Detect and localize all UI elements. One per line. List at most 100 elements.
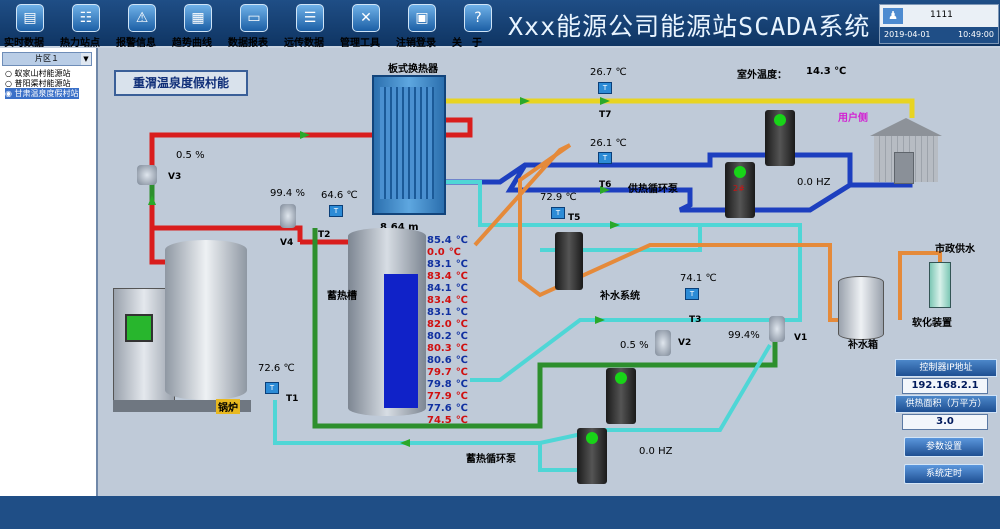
- user-name: 1111: [930, 10, 953, 20]
- network-icon: ☷: [72, 4, 100, 32]
- control-valve-v3[interactable]: [137, 165, 157, 185]
- t1-value: 72.6 ℃: [258, 363, 295, 374]
- tank-temp-row: 83.4℃: [427, 295, 471, 307]
- tank-temp-value: 85.4: [427, 235, 452, 246]
- storage-tank[interactable]: [348, 228, 426, 416]
- user-side-label: 用户侧: [838, 113, 868, 124]
- tank-temp-row: 83.1℃: [427, 307, 471, 319]
- tank-temp-row: 77.9℃: [427, 391, 471, 403]
- status-bar: [0, 496, 1000, 529]
- t3-tag: T3: [689, 315, 702, 325]
- nav-button[interactable]: ✕管理工具: [340, 0, 392, 49]
- tank-temp-row: 85.4℃: [427, 235, 471, 247]
- makeup-water-tank[interactable]: [838, 276, 884, 340]
- v1-tag: V1: [794, 333, 808, 343]
- tank-temp-value: 80.6: [427, 355, 452, 366]
- t6-value: 26.1 ℃: [590, 138, 627, 149]
- control-valve-v2[interactable]: [655, 330, 671, 356]
- tank-temp-unit: ℃: [455, 403, 468, 414]
- nav-button-label: 注销登录: [396, 38, 436, 49]
- t2-value: 64.6 ℃: [321, 190, 358, 201]
- tank-temp-row: 0.0℃: [427, 247, 471, 259]
- nav-button-label: 趋势曲线: [172, 38, 212, 49]
- tank-temp-value: 0.0: [427, 247, 445, 258]
- return-pipe-bottom: [273, 343, 772, 445]
- temp-sensor-t7[interactable]: T: [598, 82, 612, 94]
- pump-number: 2#: [733, 184, 745, 193]
- tank-temp-value: 83.1: [427, 307, 452, 318]
- v2-tag: V2: [678, 338, 692, 348]
- nav-button[interactable]: ☷热力站点: [60, 0, 112, 49]
- nav-button[interactable]: ☰远传数据: [284, 0, 336, 49]
- control-valve-v4[interactable]: [280, 204, 296, 228]
- system-timer-button[interactable]: 系统定时: [904, 464, 984, 484]
- makeup-pump[interactable]: [555, 232, 583, 290]
- tank-temp-unit: ℃: [455, 355, 468, 366]
- tank-temp-unit: ℃: [455, 331, 468, 342]
- station-item[interactable]: ○ 蚁家山村能源站: [5, 69, 71, 78]
- lock-icon: ▣: [408, 4, 436, 32]
- nav-button[interactable]: ▣ 注销登录: [396, 0, 448, 49]
- supply-pump-label: 供热循环泵: [628, 184, 678, 195]
- tank-temp-value: 77.6: [427, 403, 452, 414]
- t7-tag: T7: [599, 110, 612, 120]
- yellow-pipe: [440, 98, 915, 118]
- supply-pump-2[interactable]: 2#: [725, 162, 755, 218]
- makeup-system-label: 补水系统: [600, 291, 640, 302]
- station-item[interactable]: ○ 普阳渠村能源站: [5, 79, 71, 88]
- softener-label: 软化装置: [912, 318, 952, 329]
- nav-button[interactable]: ▤实时数据: [4, 0, 56, 49]
- storage-pump-label: 蓄热循环泵: [466, 454, 516, 465]
- chevron-down-icon[interactable]: ▼: [81, 53, 91, 65]
- station-item-selected[interactable]: ◉ 甘肃温泉度假村站: [5, 88, 79, 99]
- user-building-icon: [870, 118, 942, 184]
- outdoor-temp-label: 室外温度：: [737, 70, 787, 81]
- tank-temp-value: 74.5: [427, 415, 452, 426]
- t1-tag: T1: [286, 394, 299, 404]
- zone-select[interactable]: 片区１ ▼: [2, 52, 92, 66]
- nav-button-label: 报警信息: [116, 38, 156, 49]
- tank-temp-row: 83.4℃: [427, 271, 471, 283]
- document-icon: ▤: [16, 4, 44, 32]
- storage-pump-2[interactable]: [577, 428, 607, 484]
- temp-sensor-t2[interactable]: T: [329, 205, 343, 217]
- tank-temp-unit: ℃: [455, 235, 468, 246]
- datetime-bar: 2019-04-01 10:49:00: [880, 27, 998, 43]
- tank-temp-value: 83.4: [427, 271, 452, 282]
- temp-sensor-t6[interactable]: T: [598, 152, 612, 164]
- tank-temp-unit: ℃: [455, 391, 468, 402]
- tank-temp-unit: ℃: [455, 379, 468, 390]
- supply-pump-freq: 0.0 HZ: [797, 177, 831, 188]
- station-item-label: 普阳渠村能源站: [14, 79, 71, 88]
- nav-button[interactable]: ?关 于: [452, 0, 504, 49]
- temp-sensor-t1[interactable]: T: [265, 382, 279, 394]
- param-settings-button[interactable]: 参数设置: [904, 437, 984, 457]
- tank-temp-value: 77.9: [427, 391, 452, 402]
- storage-pump-1[interactable]: [606, 368, 636, 424]
- water-softener[interactable]: [929, 262, 951, 308]
- supply-pump-1[interactable]: [765, 110, 795, 166]
- heat-exchanger[interactable]: [372, 75, 446, 215]
- user-icon: ♟: [883, 8, 903, 24]
- user-info-box: ♟ 1111 2019-04-01 10:49:00: [879, 4, 999, 44]
- nav-button[interactable]: ▦ 趋势曲线: [172, 0, 224, 49]
- t3-value: 74.1 ℃: [680, 273, 717, 284]
- tank-level: 8.64 m: [380, 222, 419, 233]
- boiler-unit[interactable]: [113, 240, 251, 412]
- v2-open: 0.5 %: [620, 340, 649, 351]
- chart-icon: ▦: [184, 4, 212, 32]
- city-water-label: 市政供水: [935, 244, 975, 255]
- tank-temp-value: 83.1: [427, 259, 452, 270]
- tank-temp-unit: ℃: [448, 247, 461, 258]
- nav-button[interactable]: ▭数据报表: [228, 0, 280, 49]
- ip-value: 192.168.2.1: [902, 378, 988, 394]
- temp-sensor-t5[interactable]: T: [551, 207, 565, 219]
- temp-sensor-t3[interactable]: T: [685, 288, 699, 300]
- tank-temp-unit: ℃: [455, 271, 468, 282]
- nav-button[interactable]: ⚠报警信息: [116, 0, 168, 49]
- t5-value: 72.9 ℃: [540, 192, 577, 203]
- tank-temp-unit: ℃: [455, 367, 468, 378]
- tank-temp-unit: ℃: [455, 307, 468, 318]
- control-valve-v1[interactable]: [769, 316, 785, 342]
